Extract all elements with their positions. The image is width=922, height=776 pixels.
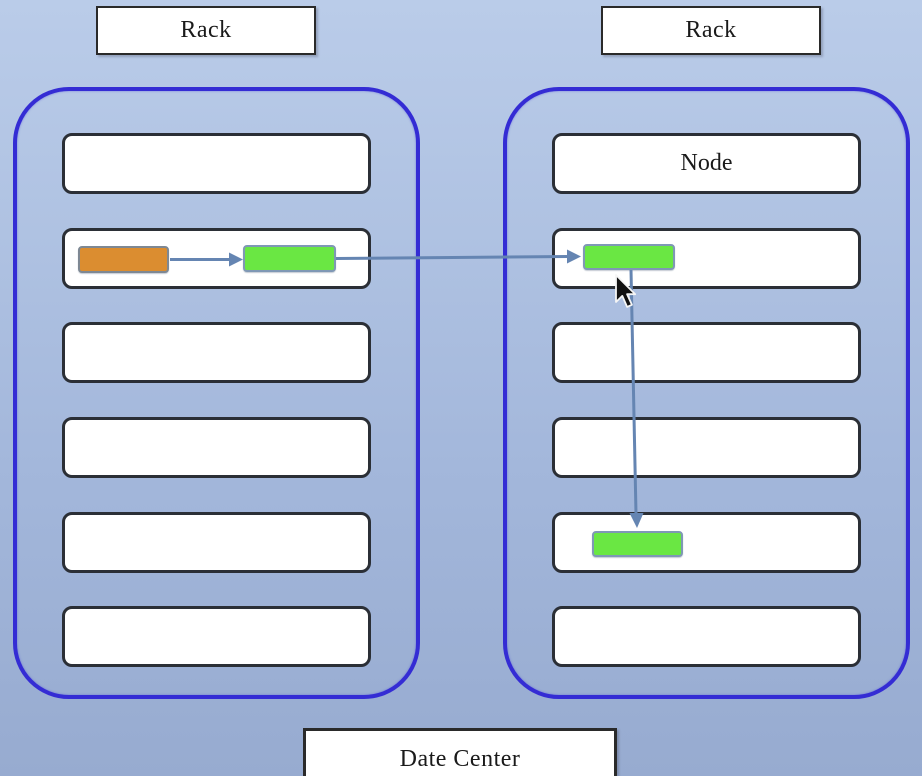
left-rack-slot-1 (62, 133, 371, 194)
datacenter-title: Date Center (303, 728, 617, 776)
green-task-block-left-rack (243, 245, 336, 272)
right-rack-title: Rack (601, 6, 821, 55)
right-rack-slot-6 (552, 606, 861, 667)
right-rack-slot-4 (552, 417, 861, 478)
left-rack-slot-3 (62, 322, 371, 383)
left-rack-title: Rack (96, 6, 316, 55)
orange-task-block (78, 246, 169, 273)
left-rack-slot-5 (62, 512, 371, 573)
left-rack-slot-4 (62, 417, 371, 478)
green-task-block-right-rack-top (583, 244, 675, 270)
right-rack-slot-node: Node (552, 133, 861, 194)
right-rack-container (503, 87, 910, 699)
green-task-block-right-rack-bottom (592, 531, 683, 557)
left-rack-container (13, 87, 420, 699)
left-rack-slot-6 (62, 606, 371, 667)
right-rack-slot-3 (552, 322, 861, 383)
